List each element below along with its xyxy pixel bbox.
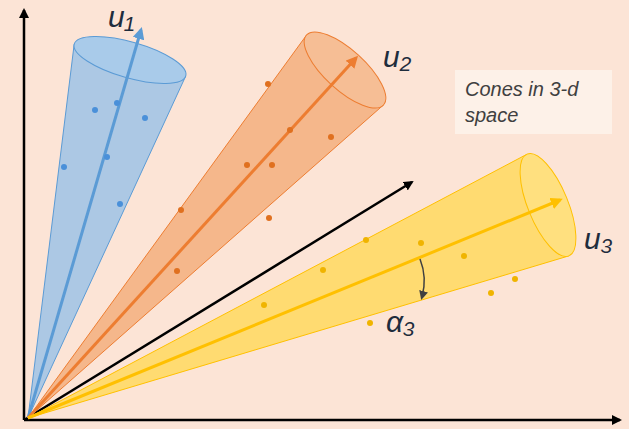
axis-label: u₂	[383, 40, 411, 74]
angle-label: α₃	[386, 305, 415, 339]
note-box: Cones in 3-d space	[455, 70, 612, 134]
axis-label: u₃	[584, 222, 613, 256]
note-text: Cones in 3-d space	[465, 76, 602, 128]
axis-label: u₁	[108, 0, 134, 34]
